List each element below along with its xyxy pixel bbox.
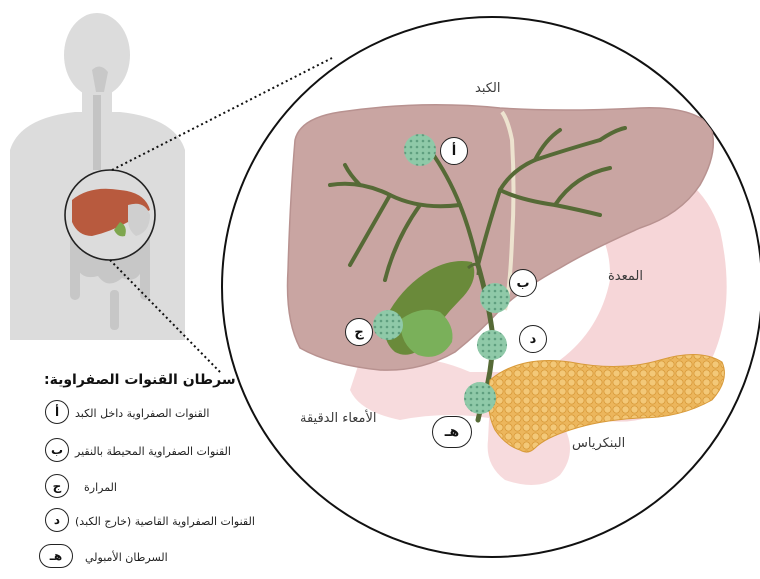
marker-c: ج <box>345 318 373 346</box>
legend-key-c: ج <box>45 474 69 498</box>
marker-a: أ <box>440 137 468 165</box>
legend-key-b: ب <box>45 438 69 462</box>
marker-e: هـ <box>432 416 472 448</box>
legend-key-d: د <box>45 508 69 532</box>
small-liver-inset <box>65 170 155 260</box>
legend-text-d: القنوات الصفراوية القاصية (خارج الكبد) <box>75 516 255 527</box>
legend-text-b: القنوات الصفراوية المحيطة بالنقير <box>75 446 231 457</box>
small-intestine-label: الأمعاء الدقيقة <box>300 412 377 425</box>
marker-b: ب <box>509 269 537 297</box>
tumor-b <box>480 283 510 313</box>
tumor-a <box>404 134 436 166</box>
legend-title: سرطان القنوات الصفراوية: <box>44 373 236 387</box>
marker-d: د <box>519 325 547 353</box>
tumor-e <box>464 382 496 414</box>
legend-text-c: المرارة <box>84 482 117 493</box>
stomach-label: المعدة <box>608 270 643 283</box>
tumor-c <box>373 310 403 340</box>
tumor-d <box>477 330 507 360</box>
pancreas-label: البنكرياس <box>572 437 625 450</box>
legend-key-e: هـ <box>39 544 73 568</box>
legend-text-a: القنوات الصفراوية داخل الكبد <box>75 408 209 419</box>
legend-text-e: السرطان الأمبولي <box>85 552 168 563</box>
liver-label: الكبد <box>475 82 501 95</box>
legend-key-a: أ <box>45 400 69 424</box>
